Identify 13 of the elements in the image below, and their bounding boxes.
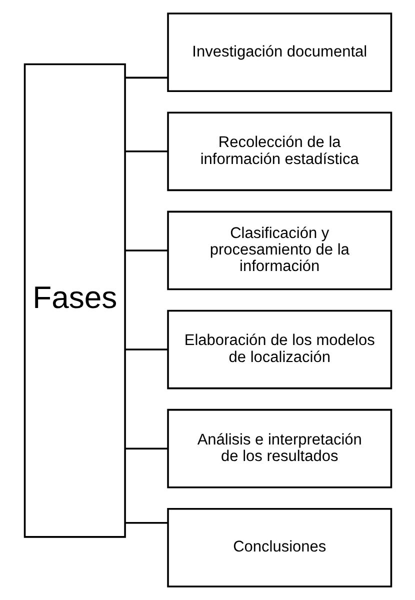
node-box: Análisis e interpretación de los resultados <box>166 408 392 488</box>
node-box: Fases <box>23 63 126 538</box>
node-box: Elaboración de los modelos de localización <box>166 310 392 390</box>
connector <box>125 250 168 252</box>
connector <box>125 448 168 450</box>
node-box: Recolección de la información estadística <box>166 112 392 192</box>
node-box: Clasificación y procesamiento de la información <box>166 210 392 290</box>
connector <box>125 76 168 79</box>
node-box: Conclusiones <box>166 508 392 588</box>
connector <box>125 348 168 350</box>
connector <box>125 522 168 524</box>
connector <box>125 150 168 152</box>
node-box: Investigación documental <box>166 12 392 92</box>
